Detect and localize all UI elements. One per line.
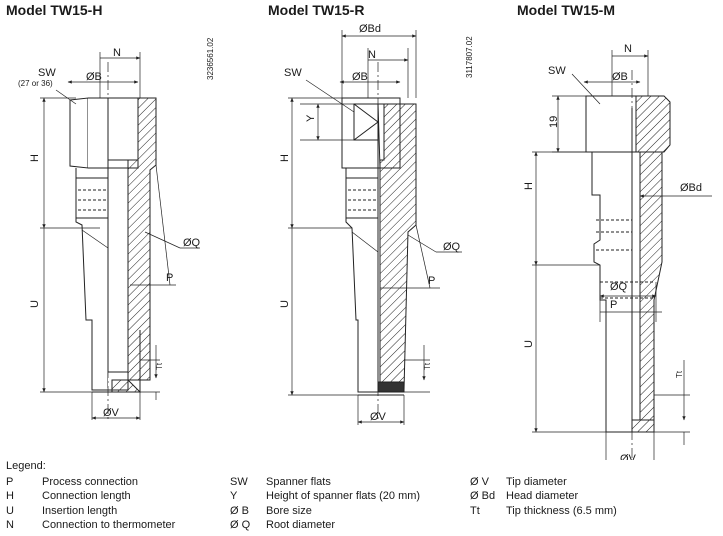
- legend-item: Ø Q Root diameter: [230, 518, 420, 532]
- label-h-h: H: [29, 154, 41, 162]
- label-t-r: Tt: [423, 362, 432, 370]
- label-sw-r: SW: [284, 67, 302, 79]
- drawing-code-h: 3236561.02: [206, 37, 215, 80]
- legend-title: Legend:: [6, 460, 46, 472]
- label-p-m: P: [610, 299, 617, 311]
- label-q-m: ØQ: [610, 281, 628, 293]
- label-bd-r: ØBd: [359, 23, 381, 35]
- legend-item: Ø B Bore size: [230, 504, 420, 518]
- label-t-h: Tt: [155, 362, 164, 370]
- legend-description: Root diameter: [266, 518, 336, 531]
- legend-description: Process connection: [42, 476, 138, 488]
- label-v-h: ØV: [103, 407, 120, 419]
- label-q-h: ØQ: [183, 237, 201, 249]
- legend-description: Connection length: [42, 490, 131, 503]
- legend-description: Bore size: [266, 504, 312, 517]
- title-tw15-m: Model TW15-M: [517, 2, 615, 18]
- legend-item: U Insertion length: [6, 504, 175, 518]
- legend-symbol: Y: [230, 490, 238, 503]
- drawing-code-r: 3117807.02: [465, 36, 474, 78]
- title-tw15-r: Model TW15-R: [268, 2, 365, 18]
- label-sw-m: SW: [548, 65, 566, 77]
- legend-symbol: Tt: [470, 504, 480, 517]
- drawing-tw15-r: [288, 30, 462, 425]
- label-n-h: N: [113, 47, 121, 59]
- legend-symbol: SW: [230, 476, 248, 488]
- technical-drawing: SW (27 or 36) ØB N H U ØQ P Tt ØV 323656…: [18, 23, 712, 460]
- legend-item: SW Spanner flats: [230, 475, 420, 489]
- label-y-r: Y: [305, 114, 317, 122]
- drawing-tw15-h: [40, 52, 200, 420]
- label-p-h: P: [166, 272, 173, 284]
- legend-item: N Connection to thermometer: [6, 518, 175, 532]
- label-h-r: H: [279, 154, 291, 162]
- legend-description: Tip diameter: [506, 476, 567, 488]
- legend-column-1: P Process connection H Connection length U…: [6, 475, 175, 532]
- legend-description: Connection to thermometer: [42, 518, 176, 531]
- title-tw15-h: Model TW15-H: [6, 2, 103, 18]
- legend-item: P Process connection: [6, 475, 175, 489]
- legend-item: Y Height of spanner flats (20 mm): [230, 489, 420, 503]
- label-t-m: Tt: [675, 370, 684, 378]
- legend-symbol: Ø V: [470, 476, 489, 488]
- label-sw-note-h: (27 or 36): [18, 79, 53, 88]
- label-u-m: U: [523, 340, 535, 348]
- label-sw-h: SW: [38, 67, 56, 79]
- label-q-r: ØQ: [443, 241, 461, 253]
- label-n-m: N: [624, 43, 632, 55]
- legend-symbol: Ø B: [230, 504, 249, 517]
- legend-symbol: H: [6, 490, 14, 503]
- legend-item: Tt Tip thickness (6.5 mm): [470, 504, 617, 518]
- legend-item: H Connection length: [6, 489, 175, 503]
- drawing-tw15-m: [532, 50, 712, 460]
- label-b-m: ØB: [612, 71, 628, 83]
- label-n-r: N: [368, 49, 376, 61]
- label-bd-m: ØBd: [680, 182, 702, 194]
- label-u-r: U: [279, 300, 291, 308]
- legend-symbol: P: [6, 476, 14, 488]
- label-h-m: H: [523, 182, 535, 190]
- legend-symbol: Ø Q: [230, 518, 251, 531]
- legend-item: Ø Bd Head diameter: [470, 489, 617, 503]
- label-19-m: 19: [548, 116, 560, 128]
- legend-description: Head diameter: [506, 490, 579, 503]
- legend-description: Tip thickness (6.5 mm): [506, 504, 617, 517]
- legend-column-3: Ø V Tip diameter Ø Bd Head diameter Tt Tip …: [470, 475, 617, 518]
- legend-symbol: Ø Bd: [470, 490, 496, 503]
- label-b-h: ØB: [86, 71, 102, 83]
- legend-description: Spanner flats: [266, 476, 331, 488]
- label-v-m: ØV: [620, 453, 637, 460]
- legend-symbol: N: [6, 518, 14, 531]
- label-b-r: ØB: [352, 71, 368, 83]
- legend-column-2: SW Spanner flats Y Height of spanner flats…: [230, 475, 420, 532]
- legend-description: Height of spanner flats (20 mm): [266, 490, 421, 503]
- label-u-h: U: [29, 300, 41, 308]
- legend-description: Insertion length: [42, 504, 118, 517]
- legend-item: Ø V Tip diameter: [470, 475, 617, 489]
- label-v-r: ØV: [370, 411, 387, 423]
- legend-symbol: U: [6, 504, 14, 517]
- label-p-r: P: [428, 275, 435, 287]
